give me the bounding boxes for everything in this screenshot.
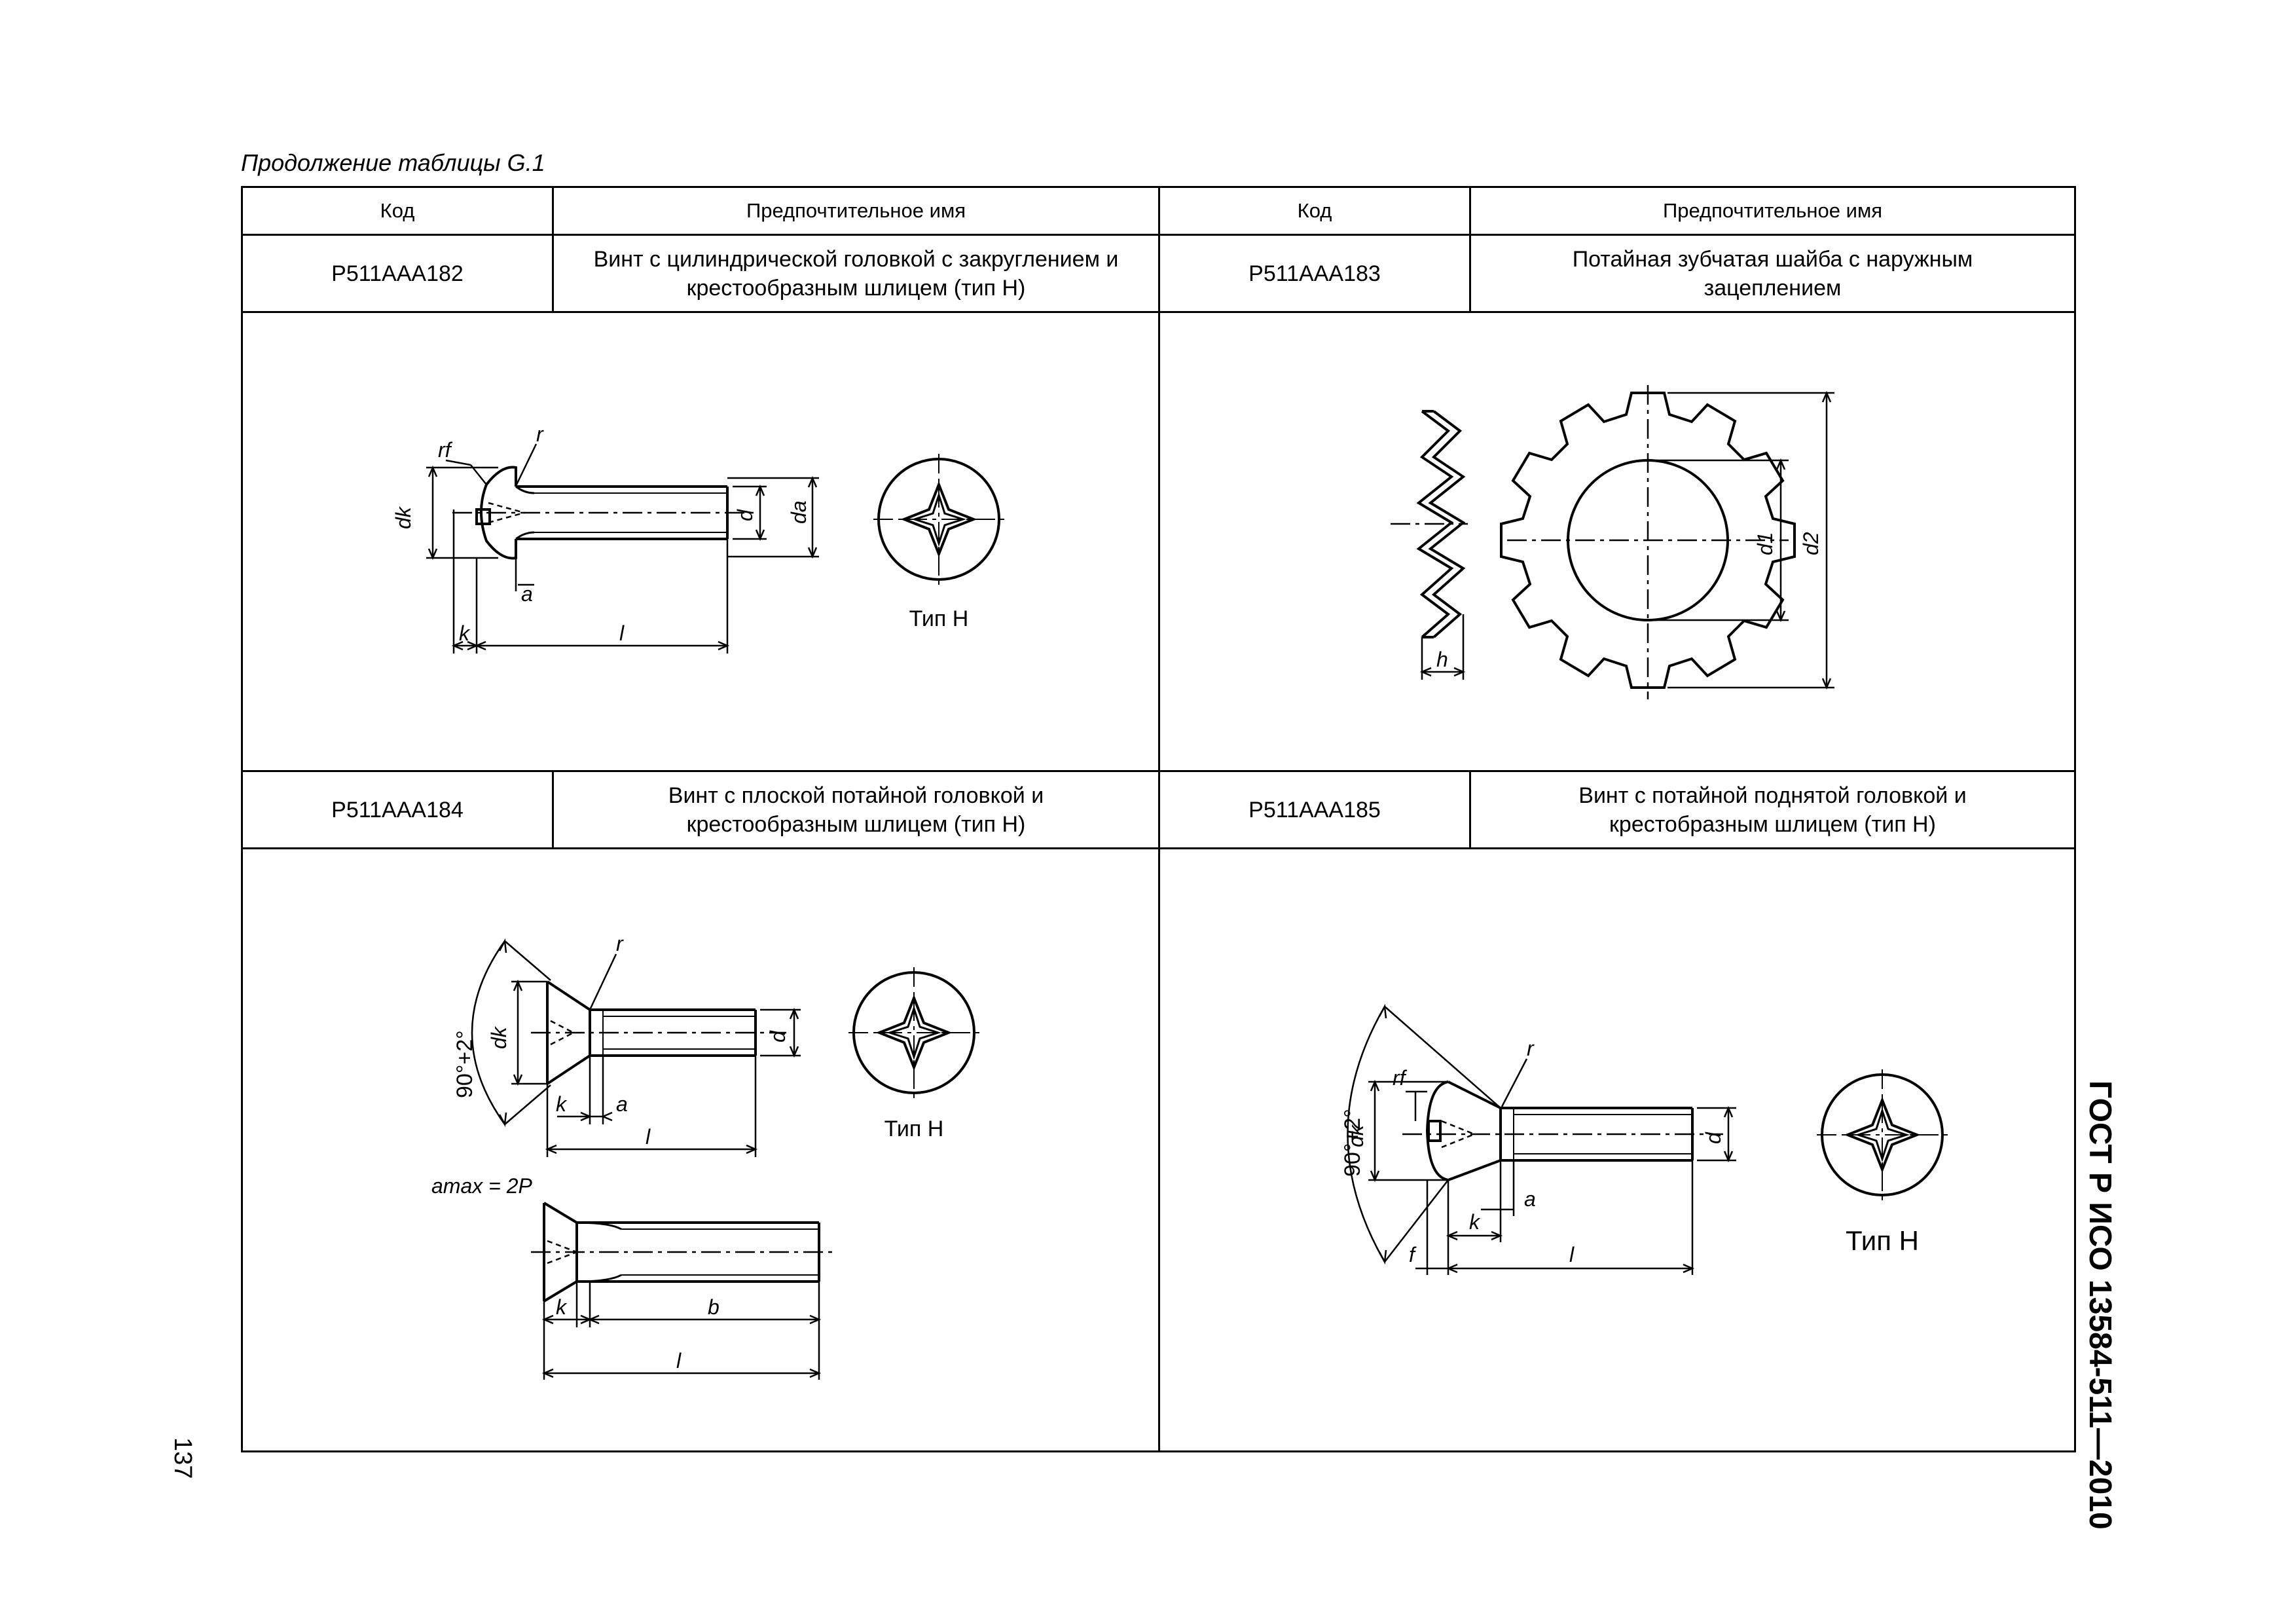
label-r: r [536,422,544,446]
label-da: da [787,500,811,524]
label-k: k [556,1295,568,1319]
tooth-washer-drawing: d1 d2 h [1391,385,1834,699]
label-f: f [1409,1243,1417,1266]
raised-countersunk-screw-drawing: 90°+2° dk rf d r k a f l Тип H [1340,1003,1948,1275]
label-d: d [733,509,757,521]
label-b: b [708,1295,720,1319]
label-d1: d1 [1753,532,1777,555]
label-k: k [459,621,471,645]
header-code: Код [241,186,554,236]
code-cell: P511AAA182 [241,234,554,313]
drawing-cell-tooth-washer: d1 d2 h [1158,311,2076,772]
label-h: h [1436,648,1448,671]
label-l: l [619,621,625,645]
drawing-row: dk rf r d da a k l Тип H [241,311,2076,772]
label-dk: dk [1344,1124,1368,1147]
label-k: k [1469,1210,1481,1234]
label-dk: dk [487,1025,511,1049]
code-cell: P511AAA185 [1158,770,1471,849]
label-d: d [1702,1132,1725,1144]
page-number: 137 [169,1437,196,1479]
label-amax: amax = 2P [431,1174,533,1198]
label-rf: rf [1393,1066,1408,1090]
name-cell: Потайная зубчатая шайба с наружным зацеп… [1469,234,2076,313]
name-cell: Винт с цилиндрической головкой с закругл… [552,234,1160,313]
code-cell: P511AAA184 [241,770,554,849]
code-cell: P511AAA183 [1158,234,1471,313]
label-tip-h: Тип H [884,1116,944,1141]
label-r: r [1527,1037,1535,1060]
label-k: k [556,1092,568,1116]
label-l: l [676,1349,682,1373]
label-r: r [616,932,624,955]
label-angle: 90°+2° [452,1030,477,1098]
label-a: a [1524,1187,1536,1211]
drawing-row: 90°+2° dk d r k a l amax = 2P k b l [241,847,2076,1452]
label-l: l [646,1125,651,1149]
label-l: l [1569,1243,1575,1266]
table-row: P511AAA184 Винт с плоской потайной голов… [241,770,2076,849]
fastener-table: Код Предпочтительное имя Код Предпочтите… [241,186,2076,1452]
drawing-cell-flat-countersunk-screw: 90°+2° dk d r k a l amax = 2P k b l [241,847,1160,1452]
label-tip-h: Тип H [1846,1225,1919,1256]
drawing-cell-raised-countersunk-screw: 90°+2° dk rf d r k a f l Тип H [1158,847,2076,1452]
label-dk: dk [392,506,415,529]
pan-head-screw-drawing: dk rf r d da a k l Тип H [392,422,1004,654]
document-side-title: ГОСТ Р ИСО 13584-511—2010 [2083,1080,2117,1530]
name-cell: Винт с потайной поднятой головкой и крес… [1469,770,2076,849]
flat-countersunk-screw-drawing: 90°+2° dk d r k a l amax = 2P k b l [431,932,979,1380]
table-row: P511AAA182 Винт с цилиндрической головко… [241,234,2076,313]
header-name: Предпочтительное имя [1469,186,2076,236]
drawing-cell-pan-head-screw: dk rf r d da a k l Тип H [241,311,1160,772]
table-header-row: Код Предпочтительное имя Код Предпочтите… [241,186,2076,236]
name-cell: Винт с плоской потайной головкой и крест… [552,770,1160,849]
label-a: a [616,1092,628,1116]
header-code: Код [1158,186,1471,236]
label-angle: 90°+2° [1340,1109,1365,1177]
label-a: a [521,582,533,606]
label-rf: rf [438,438,453,462]
label-d2: d2 [1799,532,1823,555]
header-name: Предпочтительное имя [552,186,1160,236]
label-tip-h: Тип H [909,606,969,631]
label-d: d [766,1030,790,1043]
table-caption: Продолжение таблицы G.1 [241,149,545,176]
